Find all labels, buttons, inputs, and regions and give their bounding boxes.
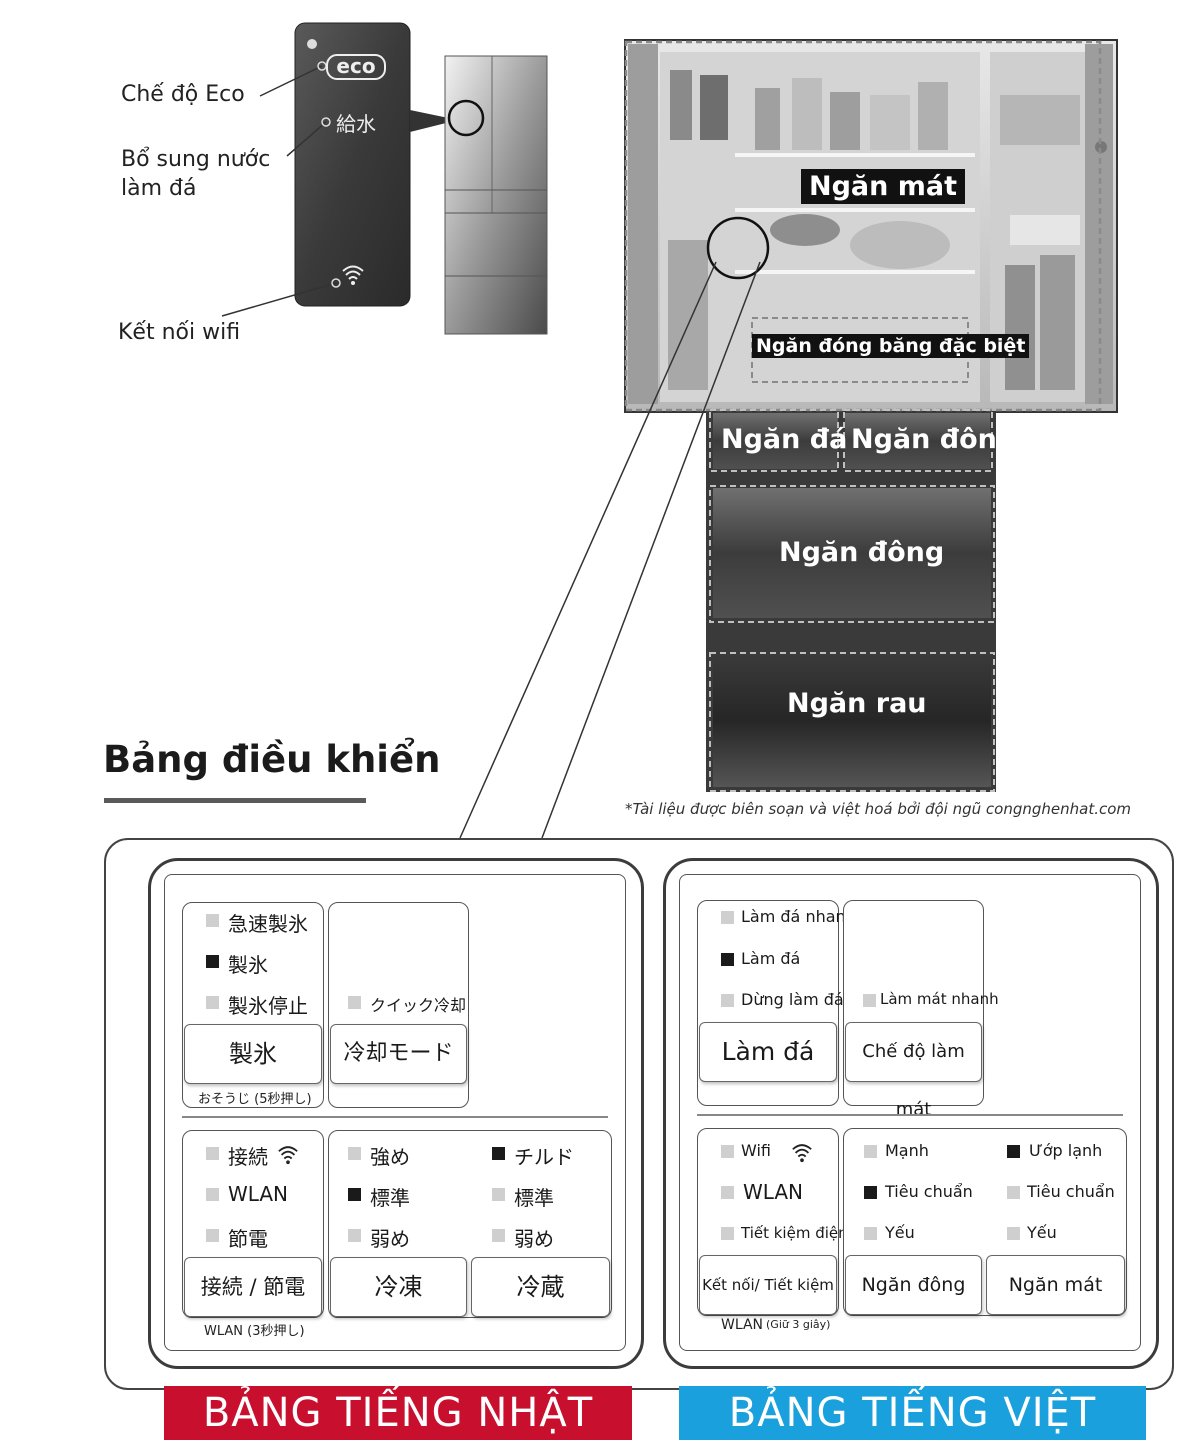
vn-label-wlan: WLAN — [743, 1180, 804, 1204]
water-supply-label: 給水 — [336, 112, 376, 136]
callout-eco-mode: Chế độ Eco — [121, 82, 245, 107]
jp-label-freeze-strong: 強め — [370, 1145, 410, 1169]
jp-wlan-caption: WLAN (3秒押し) — [204, 1324, 305, 1339]
vn-connect-button[interactable]: Kết nối/ Tiết kiệm — [699, 1255, 837, 1315]
title-underline — [104, 798, 366, 803]
zone-freezer-small: Ngăn đông — [851, 424, 1017, 455]
refrigerator-illustration — [459, 39, 1118, 839]
vn-led-power-save — [721, 1227, 734, 1240]
vn-label-fridge-weak: Yếu — [1027, 1223, 1057, 1242]
jp-led-connect — [206, 1147, 219, 1160]
credit-note: *Tài liệu được biên soạn và việt hoá bởi… — [625, 800, 1132, 818]
callout-wifi: Kết nối wifi — [118, 320, 241, 345]
vn-led-fridge-standard — [1007, 1186, 1020, 1199]
jp-cool-mode-button[interactable]: 冷却モード — [330, 1024, 467, 1084]
vn-wlan-caption-hold: (Giữ 3 giây) — [766, 1318, 831, 1331]
jp-led-freeze-weak — [348, 1229, 361, 1242]
vn-wifi-icon — [791, 1141, 813, 1167]
vn-led-fridge-weak — [1007, 1227, 1020, 1240]
vn-label-freeze-weak: Yếu — [885, 1223, 915, 1242]
vietnamese-panel-banner: BẢNG TIẾNG VIỆT — [679, 1386, 1146, 1440]
wifi-icon — [341, 262, 365, 290]
jp-label-quick-ice: 急速製氷 — [228, 912, 308, 936]
vn-led-freeze-weak — [864, 1227, 877, 1240]
jp-led-power-save — [206, 1229, 219, 1242]
jp-led-freeze-strong — [348, 1147, 361, 1160]
vn-wlan-caption: WLAN — [721, 1317, 764, 1333]
jp-label-connect: 接続 — [228, 1145, 268, 1169]
jp-divider — [182, 1116, 608, 1118]
jp-led-quick-cool — [348, 996, 361, 1009]
vn-led-quick-cool — [863, 994, 876, 1007]
vn-divider — [697, 1114, 1123, 1116]
vn-led-chilled — [1007, 1145, 1020, 1158]
eco-icon: eco — [326, 54, 386, 80]
vn-label-ice: Làm đá — [741, 949, 801, 968]
jp-label-power-save: 節電 — [228, 1227, 268, 1251]
vn-label-freeze-strong: Mạnh — [885, 1141, 929, 1160]
jp-led-ice-stop — [206, 996, 219, 1009]
vn-led-wlan — [721, 1186, 734, 1199]
zone-ice: Ngăn đá — [721, 424, 848, 455]
jp-wifi-icon — [277, 1143, 299, 1169]
jp-led-fridge-standard — [492, 1188, 505, 1201]
panel-title: Bảng điều khiển — [103, 738, 441, 781]
vn-label-chilled: Ướp lạnh — [1029, 1141, 1103, 1160]
vn-label-quick-ice: Làm đá nhanh — [741, 907, 856, 926]
jp-led-chilled — [492, 1147, 505, 1160]
jp-label-ice-stop: 製氷停止 — [228, 994, 308, 1018]
zone-refrigerator: Ngăn mát — [801, 169, 966, 204]
jp-led-ice — [206, 955, 219, 968]
jp-label-fridge-weak: 弱め — [514, 1227, 554, 1251]
zone-special-freeze: Ngăn đóng băng đặc biệt — [752, 334, 1030, 358]
vn-led-freeze-standard — [864, 1186, 877, 1199]
vn-label-quick-cool: Làm mát nhanh — [880, 990, 999, 1008]
vn-fridge-button[interactable]: Ngăn mát — [986, 1255, 1125, 1315]
jp-led-wlan — [206, 1188, 219, 1201]
callout-ice-water-line1: Bổ sung nước — [121, 147, 271, 172]
japanese-panel-banner: BẢNG TIẾNG NHẬT — [164, 1386, 632, 1440]
jp-ice-caption: おそうじ (5秒押し) — [198, 1092, 312, 1107]
jp-ice-button[interactable]: 製氷 — [184, 1024, 322, 1084]
vn-freezer-button[interactable]: Ngăn đông — [845, 1255, 982, 1315]
vn-label-freeze-standard: Tiêu chuẩn — [885, 1182, 973, 1201]
jp-fridge-button[interactable]: 冷蔵 — [471, 1257, 610, 1317]
vn-label-wifi: Wifi — [741, 1141, 771, 1160]
zone-vegetable: Ngăn rau — [787, 688, 927, 719]
jp-label-freeze-standard: 標準 — [370, 1186, 410, 1210]
jp-label-fridge-standard: 標準 — [514, 1186, 554, 1210]
vn-cool-mode-button[interactable]: Chế độ làm mát — [845, 1022, 982, 1120]
jp-connect-button[interactable]: 接続 / 節電 — [184, 1257, 322, 1317]
jp-led-freeze-standard — [348, 1188, 361, 1201]
callout-ice-water-line2: làm đá — [121, 176, 197, 201]
jp-freezer-button[interactable]: 冷凍 — [330, 1257, 467, 1317]
vn-label-power-save: Tiết kiệm điện — [741, 1224, 848, 1242]
zone-freezer: Ngăn đông — [779, 537, 945, 568]
vn-label-ice-stop: Dừng làm đá — [741, 990, 844, 1009]
jp-label-freeze-weak: 弱め — [370, 1227, 410, 1251]
vn-label-fridge-standard: Tiêu chuẩn — [1027, 1182, 1115, 1201]
vn-led-freeze-strong — [864, 1145, 877, 1158]
jp-led-fridge-weak — [492, 1229, 505, 1242]
door-panel-illustration — [221, 22, 548, 335]
jp-label-wlan: WLAN — [228, 1182, 289, 1206]
jp-label-ice: 製氷 — [228, 953, 268, 977]
vn-led-quick-ice — [721, 911, 734, 924]
vn-led-wifi — [721, 1145, 734, 1158]
jp-label-chilled: チルド — [514, 1145, 574, 1169]
vn-led-ice-stop — [721, 994, 734, 1007]
jp-label-quick-cool: クイック冷却 — [370, 996, 467, 1015]
vn-ice-button[interactable]: Làm đá — [699, 1022, 837, 1082]
jp-led-quick-ice — [206, 914, 219, 927]
vn-led-ice — [721, 953, 734, 966]
